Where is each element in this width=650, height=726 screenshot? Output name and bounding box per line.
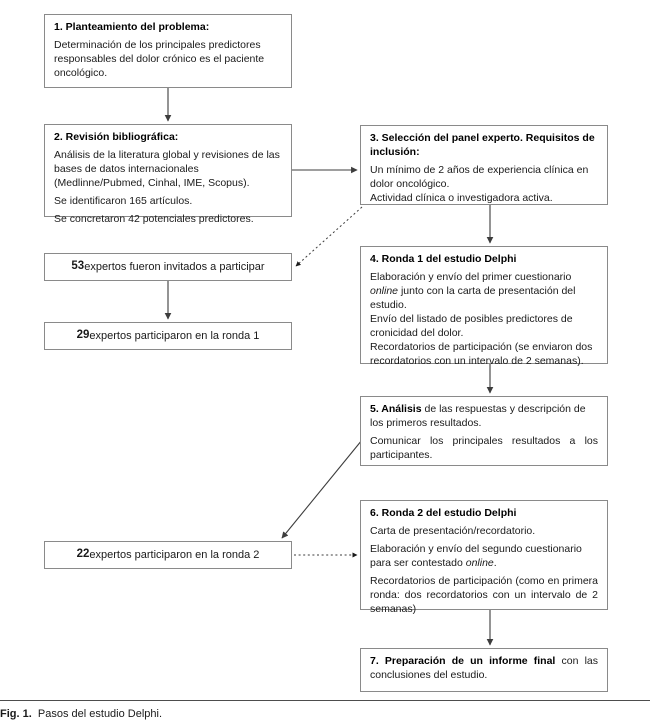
node-step-4-body-1-emphasis: online: [370, 284, 399, 297]
node-step-6-body-2-emphasis: online: [465, 556, 494, 569]
node-step-1-heading: 1. Planteamiento del problema:: [54, 21, 210, 33]
node-step-1-body: Determinación de los principales predict…: [54, 38, 265, 79]
node-step-4[interactable]: 4. Ronda 1 del estudio Delphi Elaboració…: [360, 246, 608, 367]
node-step-3-body-1: Un mínimo de 2 años de experiencia clíni…: [370, 163, 589, 190]
node-step-3-body-2: Actividad clínica o investigadora activa…: [370, 191, 553, 204]
node-step-2-body-3: Se concretaron 42 potenciales predictore…: [54, 212, 254, 225]
node-experts-round-1[interactable]: 29 expertos participaron en la ronda 1: [44, 322, 292, 350]
node-step-7-heading: 7. Preparación de un informe final: [370, 655, 556, 667]
node-step-6-body-2-pre: Elaboración y envío del segundo cuestion…: [370, 542, 582, 569]
node-experts-invited[interactable]: 53 expertos fueron invitados a participa…: [44, 253, 292, 281]
node-step-7[interactable]: 7. Preparación de un informe final con l…: [360, 648, 608, 692]
node-step-6-body-2: Elaboración y envío del segundo cuestion…: [370, 543, 598, 571]
node-step-5[interactable]: 5. Análisis de las respuestas y descripc…: [360, 396, 608, 466]
node-step-2-body-1: Análisis de la literatura global y revis…: [54, 148, 280, 189]
experts-round-2-label: expertos participaron en la ronda 2: [89, 548, 260, 561]
node-step-4-body-2: Envío del listado de posibles predictore…: [370, 312, 573, 339]
node-step-4-body-1-pre: Elaboración y envío del primer cuestiona…: [370, 270, 572, 283]
figure-label: Fig. 1.: [0, 708, 32, 720]
experts-invited-label: expertos fueron invitados a participar: [84, 260, 265, 273]
node-step-5-line-1: 5. Análisis de las respuestas y descripc…: [370, 403, 598, 431]
node-step-3-heading: 3. Selección del panel experto. Requisit…: [370, 132, 595, 158]
node-step-4-body-3: Recordatorios de participación (se envia…: [370, 340, 593, 367]
node-step-5-heading: 5. Análisis: [370, 403, 422, 415]
experts-round-1-count: 29: [76, 329, 90, 342]
node-step-7-body-1: con las conclusiones del estudio.: [370, 655, 598, 681]
node-step-6-heading: 6. Ronda 2 del estudio Delphi: [370, 507, 517, 519]
experts-round-1-label: expertos participaron en la ronda 1: [89, 329, 260, 342]
edge-3-to-invited: [295, 206, 363, 267]
edge-5-to-round2: [281, 439, 363, 539]
node-step-1[interactable]: 1. Planteamiento del problema: Determina…: [44, 14, 292, 88]
figure-caption: Fig. 1. Pasos del estudio Delphi.: [0, 708, 650, 720]
node-step-5-body-1: de las respuestas y descripción de los p…: [370, 403, 586, 429]
node-step-2[interactable]: 2. Revisión bibliográfica: Análisis de l…: [44, 124, 292, 225]
figure-caption-body: Pasos del estudio Delphi.: [37, 708, 163, 720]
node-step-6-body-1: Carta de presentación/recordatorio.: [370, 524, 536, 537]
node-step-6-body-3: Recordatorios de participación (como en …: [370, 574, 598, 615]
experts-round-2-count: 22: [76, 548, 90, 561]
node-experts-round-2[interactable]: 22 expertos participaron en la ronda 2: [44, 541, 292, 569]
node-step-4-body-1: Elaboración y envío del primer cuestiona…: [370, 271, 598, 313]
node-step-2-heading: 2. Revisión bibliográfica:: [54, 131, 179, 143]
node-step-2-body-2: Se identificaron 165 artículos.: [54, 194, 193, 207]
node-step-6-body-2-post: .: [493, 556, 497, 569]
node-step-4-body-1-post: junto con la carta de presentación del e…: [370, 284, 576, 311]
node-step-3[interactable]: 3. Selección del panel experto. Requisit…: [360, 125, 608, 205]
node-step-6[interactable]: 6. Ronda 2 del estudio Delphi Carta de p…: [360, 500, 608, 615]
node-step-4-heading: 4. Ronda 1 del estudio Delphi: [370, 253, 517, 265]
node-step-7-line-1: 7. Preparación de un informe final con l…: [370, 655, 598, 683]
caption-divider: [0, 700, 650, 701]
experts-invited-count: 53: [71, 260, 85, 273]
node-step-5-body-2: Comunicar los principales resultados a l…: [370, 434, 598, 461]
